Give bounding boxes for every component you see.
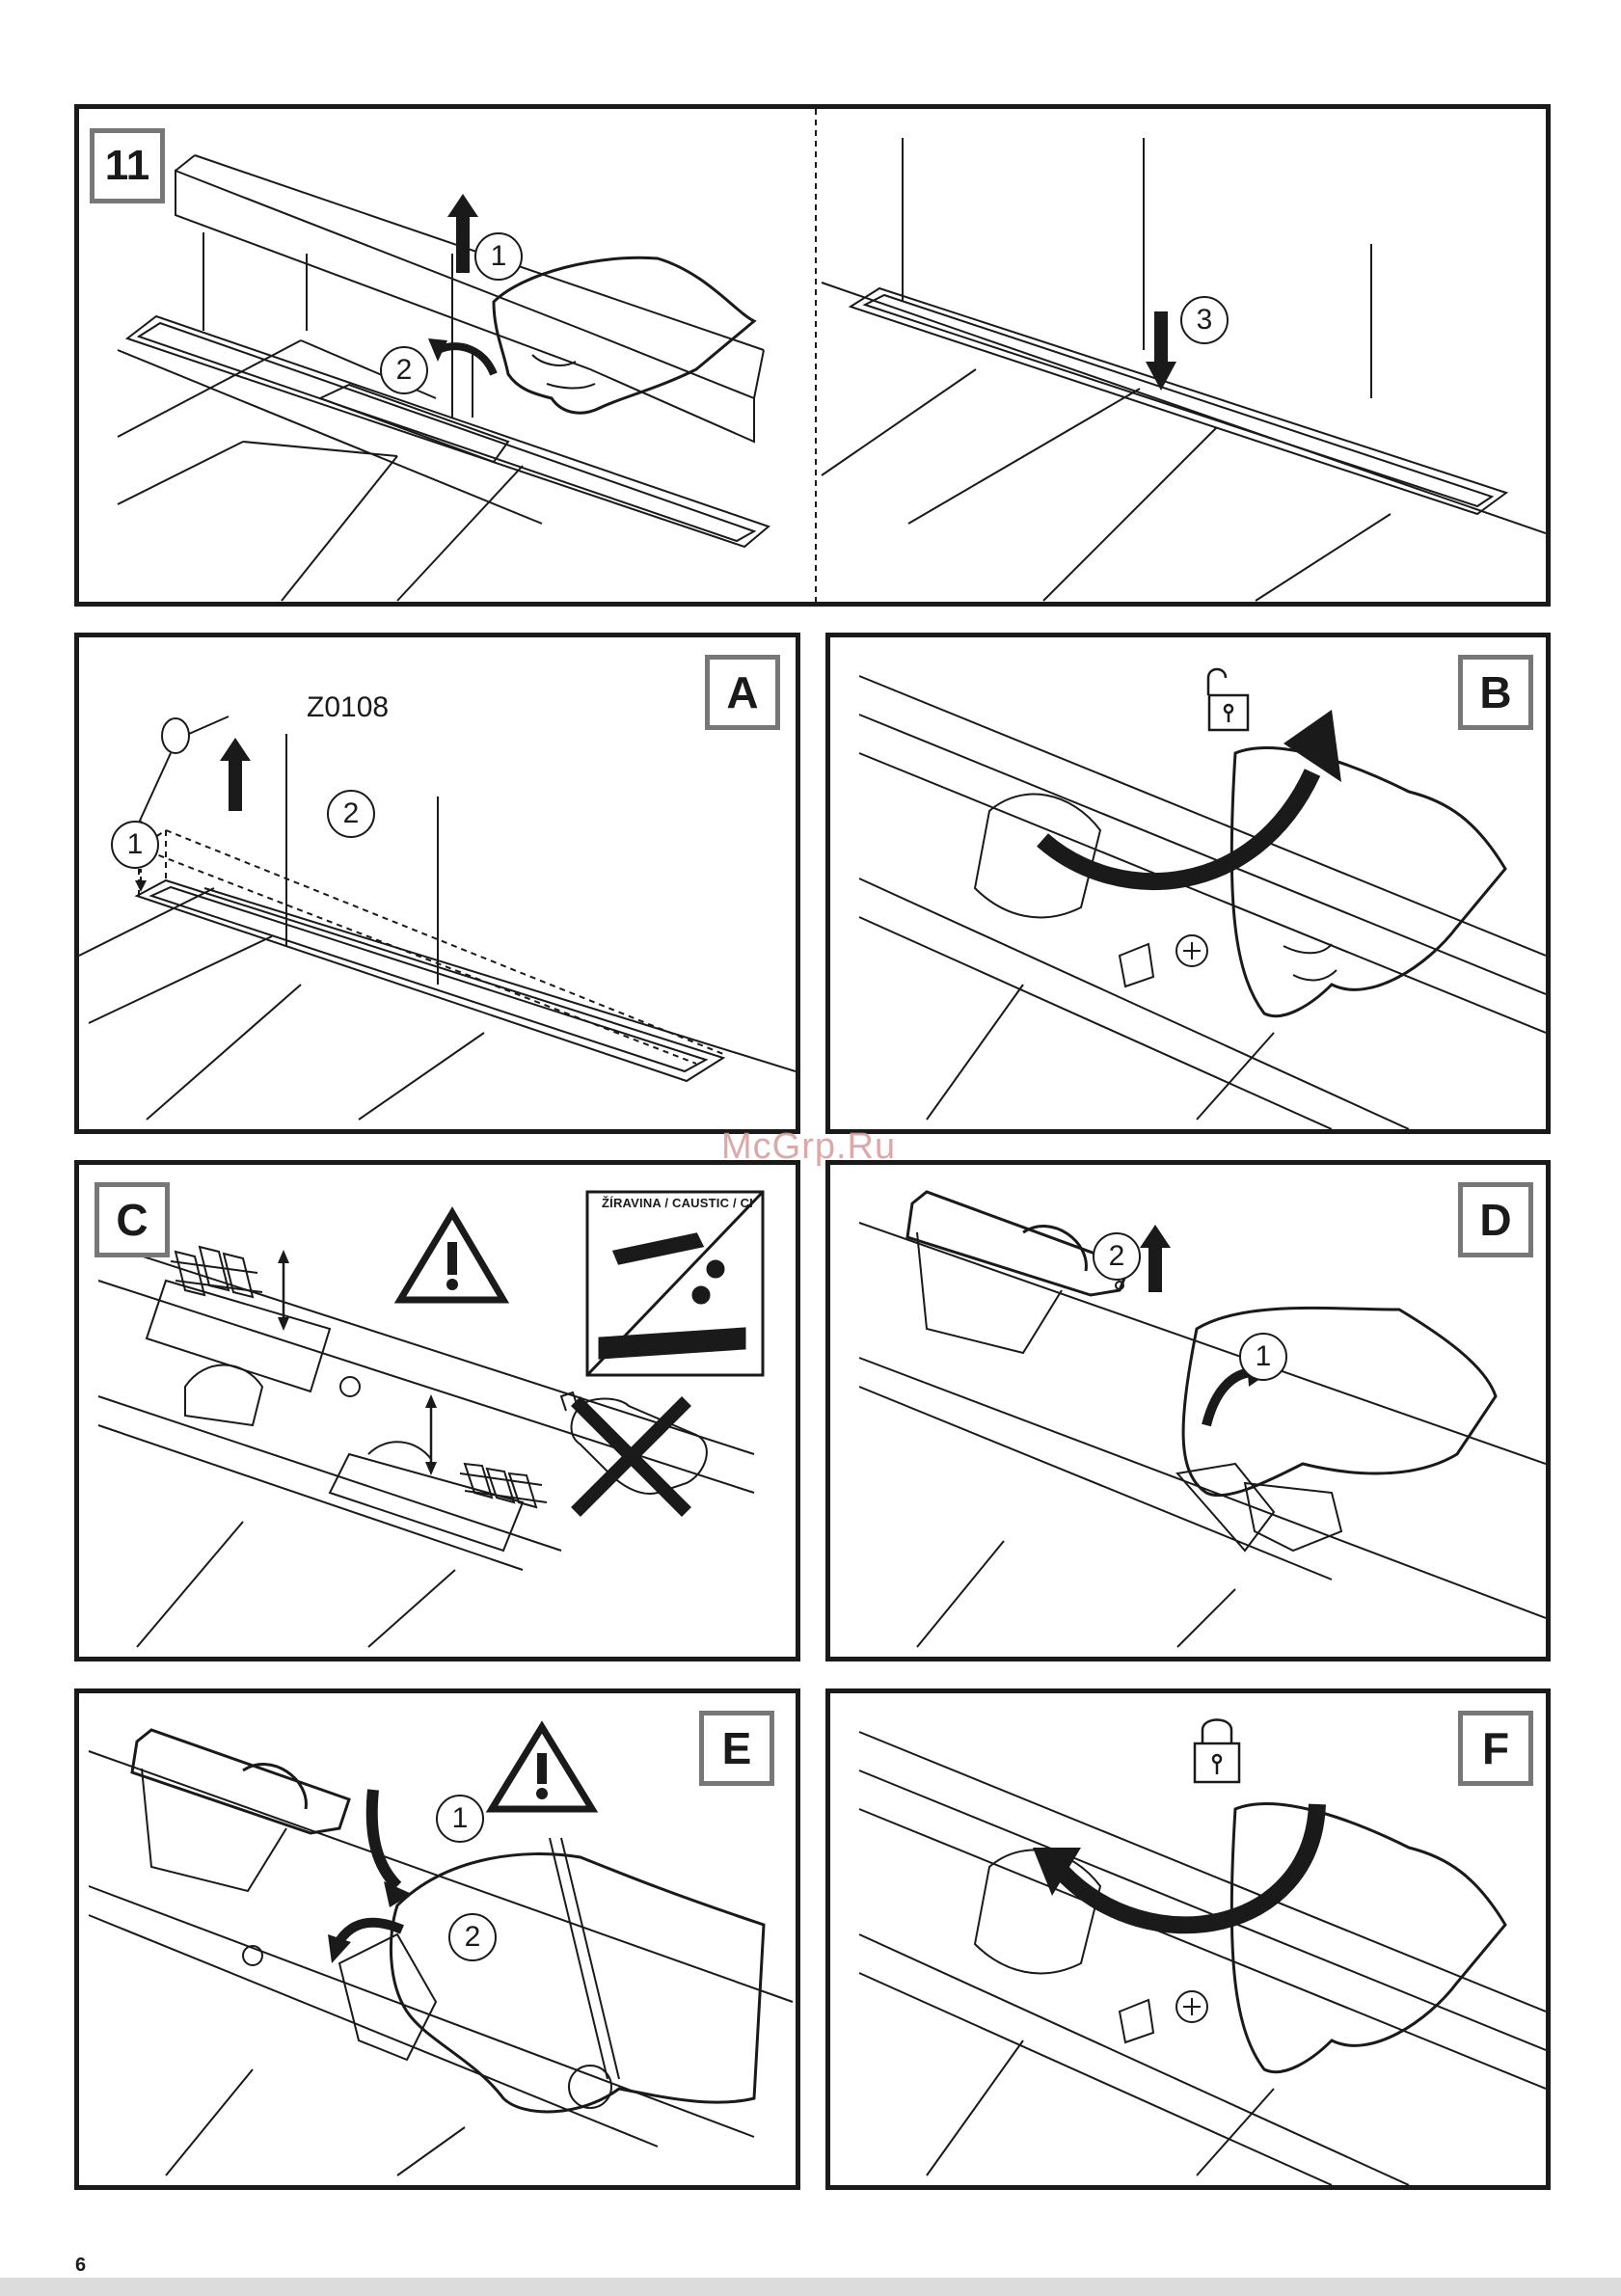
warning-triangle-icon <box>492 1727 592 1809</box>
hand-left <box>494 257 754 413</box>
callout-2: 2 <box>1093 1232 1141 1281</box>
panel-d: D 2 1 <box>825 1160 1551 1661</box>
siphon-being-inserted <box>339 1934 436 2060</box>
panel-f-tag: F <box>1458 1711 1533 1786</box>
panel-f: F <box>825 1688 1551 2190</box>
insert-strip <box>320 385 508 462</box>
panel-d-tag: D <box>1458 1182 1533 1257</box>
arrow-curved-1 <box>372 1790 397 1886</box>
arrow-up-2 <box>1140 1225 1171 1292</box>
panel-a-illustration <box>79 637 796 1129</box>
panel-a-tag: A <box>705 655 780 730</box>
panel-e-illustration <box>79 1693 796 2185</box>
step-11-illustration <box>79 109 1546 602</box>
step-number-tag: 11 <box>90 128 165 203</box>
arrow-rotate-unlock <box>1042 772 1312 881</box>
siphon-lifted <box>132 1730 349 1833</box>
hair-strainer-1 <box>171 1247 262 1297</box>
hand <box>1183 1308 1496 1495</box>
arrow-rotate-lock <box>1062 1804 1317 1925</box>
step-11-panel: 11 1 2 3 <box>74 104 1551 607</box>
callout-2: 2 <box>380 346 428 394</box>
panel-e-tag: E <box>699 1711 774 1786</box>
arrow-curved-1 <box>1206 1372 1255 1425</box>
panel-a: A Z0108 1 2 <box>74 633 800 1134</box>
hand <box>391 1854 764 2112</box>
panel-c-tag: C <box>95 1182 170 1257</box>
arrow-down-3 <box>1146 311 1176 391</box>
panel-d-illustration <box>830 1165 1546 1657</box>
arrow-up-2 <box>220 738 251 811</box>
callout-3: 3 <box>1180 296 1229 344</box>
panel-f-illustration <box>830 1693 1546 2185</box>
callout-2: 2 <box>448 1913 497 1961</box>
unlock-padlock-icon <box>1208 669 1248 730</box>
hook-tool-shaft <box>140 753 171 825</box>
panel-b-tag: B <box>1458 655 1533 730</box>
bottom-rule <box>0 2278 1621 2296</box>
callout-1: 1 <box>111 821 159 869</box>
caustic-label: ŽÍRAVINA / CAUSTIC / CI <box>602 1196 753 1210</box>
panel-e: E 1 2 <box>74 1688 800 2190</box>
siphon-body <box>975 1850 1100 1974</box>
drain-opening-left <box>147 1281 330 1391</box>
hair-strainer-2 <box>460 1464 547 1507</box>
drain-grate-installed <box>851 288 1506 514</box>
callout-1: 1 <box>1239 1333 1287 1381</box>
panel-b-illustration <box>830 637 1546 1129</box>
arrow-curved-2 <box>438 346 494 374</box>
callout-2: 2 <box>327 790 375 838</box>
locked-padlock-icon <box>1195 1720 1239 1783</box>
part-code-label: Z0108 <box>307 691 389 724</box>
caustic-warning-box <box>587 1192 763 1375</box>
panel-c-illustration <box>79 1165 796 1657</box>
hook-tool-ring <box>162 718 189 753</box>
callout-1: 1 <box>436 1795 484 1843</box>
drain-channel-open <box>127 316 769 547</box>
callout-1: 1 <box>474 232 523 281</box>
arrow-rotate-head <box>1283 710 1341 782</box>
watermark: McGrp.Ru <box>721 1126 896 1168</box>
page-number: 6 <box>75 2255 86 2277</box>
grate-lift-outline <box>139 830 723 1064</box>
panel-b: B <box>825 633 1551 1134</box>
warning-triangle-icon <box>400 1213 503 1300</box>
panel-c: C ŽÍRAVINA / CAUSTIC / CI <box>74 1160 800 1661</box>
